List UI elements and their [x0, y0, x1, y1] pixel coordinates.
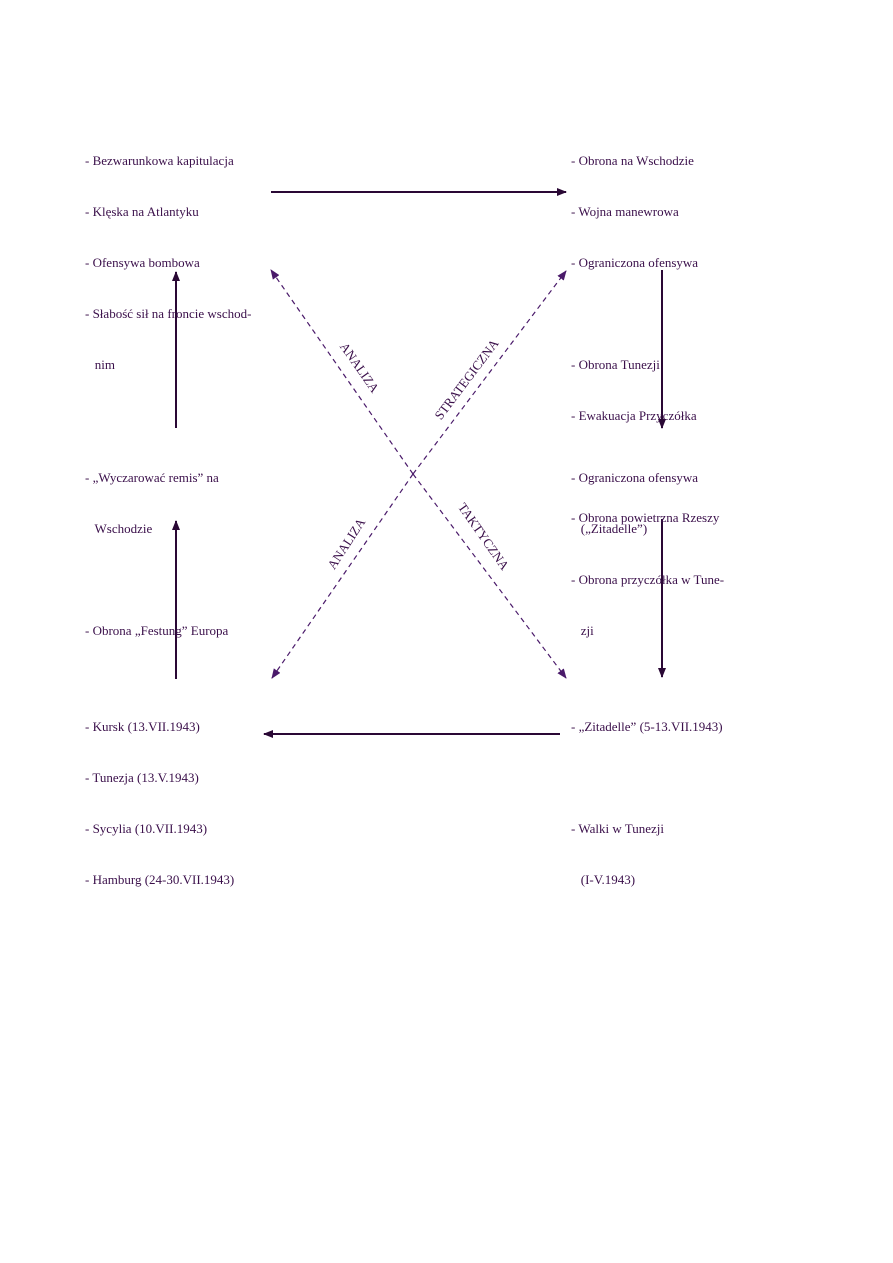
dashed-diagonal-to-top-left	[270, 269, 414, 475]
label-analiza-top: ANALIZA	[337, 339, 383, 395]
block-line: - Obrona Tunezji	[571, 357, 660, 372]
block-line: - Obrona „Festung” Europa	[85, 623, 229, 638]
label-taktyczna: TAKTYCZNA	[455, 500, 513, 573]
dashed-diagonal-to-bottom-left	[271, 473, 414, 679]
label-analiza-bottom: ANALIZA	[324, 515, 368, 572]
block-gap	[85, 571, 228, 588]
block-line: - Ograniczona ofensywa	[571, 255, 699, 270]
block-line: („Zitadelle”)	[571, 521, 648, 536]
block-line: - Ofensywa bombowa	[85, 255, 200, 270]
block-line: - Hamburg (24-30.VII.1943)	[85, 872, 235, 887]
block-bottom-right: - „Zitadelle” (5-13.VII.1943) - Walki w …	[571, 684, 723, 905]
block-line: - Ograniczona ofensywa	[571, 470, 699, 485]
block-line: - „Wyczarować remis” na	[85, 470, 219, 485]
block-line: - Obrona przyczółka w Tune-	[571, 572, 725, 587]
dashed-diagonal-to-bottom-right	[412, 473, 567, 679]
block-line: - Wojna manewrowa	[571, 204, 679, 219]
block-line: (I-V.1943)	[571, 872, 636, 887]
block-line: - Obrona powietrzna Rzeszy	[571, 510, 720, 525]
dashed-diagonal-to-top-right	[412, 270, 567, 475]
block-gap	[571, 769, 723, 786]
block-line: - Kursk (13.VII.1943)	[85, 719, 200, 734]
block-line: - „Zitadelle” (5-13.VII.1943)	[571, 719, 723, 734]
block-line: zji	[571, 623, 594, 638]
block-line: - Ewakuacja Przyczółka	[571, 408, 697, 423]
block-line: - Sycylia (10.VII.1943)	[85, 821, 208, 836]
block-mid-left: - „Wyczarować remis” na Wschodzie - Obro…	[85, 435, 228, 656]
block-line: - Klęska na Atlantyku	[85, 204, 199, 219]
block-line: Wschodzie	[85, 521, 153, 536]
label-strategiczna: STRATEGICZNA	[431, 336, 502, 423]
block-line: nim	[85, 357, 115, 372]
block-line: - Obrona na Wschodzie	[571, 153, 694, 168]
block-mid-right: - Ograniczona ofensywa („Zitadelle”) - O…	[571, 435, 724, 656]
block-line: - Tunezja (13.V.1943)	[85, 770, 199, 785]
block-bottom-left: - Kursk (13.VII.1943) - Tunezja (13.V.19…	[85, 684, 234, 905]
block-gap	[571, 305, 719, 322]
block-line: - Bezwarunkowa kapitulacja	[85, 153, 234, 168]
block-top-right: - Obrona na Wschodzie - Wojna manewrowa …	[571, 118, 719, 543]
block-line: - Walki w Tunezji	[571, 821, 664, 836]
block-line: - Słabość sił na froncie wschod-	[85, 306, 252, 321]
block-top-left: - Bezwarunkowa kapitulacja - Klęska na A…	[85, 118, 251, 390]
